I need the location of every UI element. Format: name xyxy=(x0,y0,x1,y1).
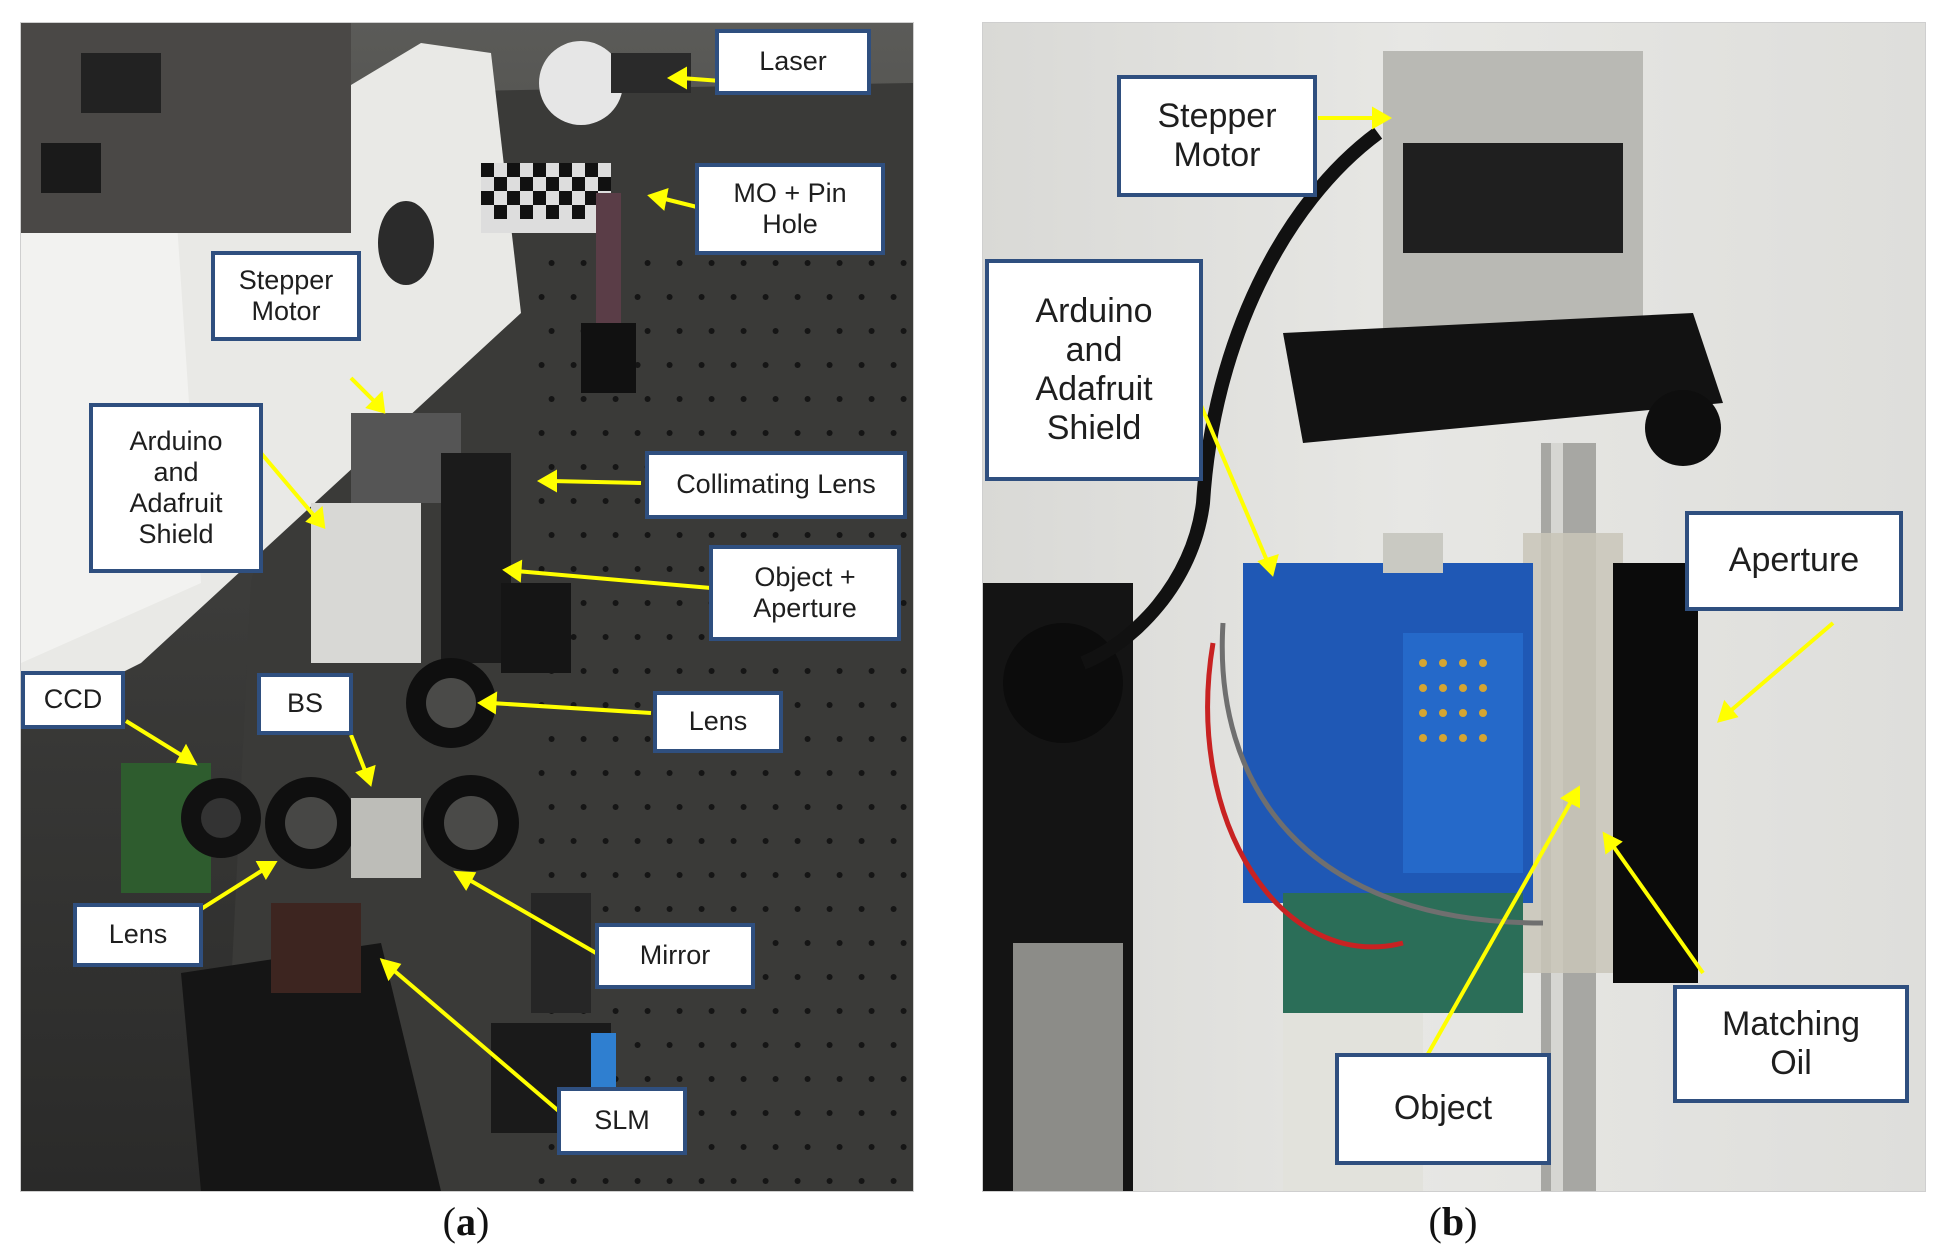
motor-assembly-photo xyxy=(983,51,1835,1191)
mirror-label: Mirror xyxy=(595,923,755,989)
aperture-label: Aperture xyxy=(1685,511,1903,611)
laser-label: Laser xyxy=(715,29,871,95)
slm-label: SLM xyxy=(557,1087,687,1155)
lens-label-lower: Lens xyxy=(73,903,203,967)
bs-label: BS xyxy=(257,673,353,735)
photo-panel-b: Stepper Motor Arduino and Adafruit Shiel… xyxy=(982,22,1926,1192)
lens-label-upper: Lens xyxy=(653,691,783,753)
stepper-motor-label-b: Stepper Motor xyxy=(1117,75,1317,197)
caption-a-letter: a xyxy=(456,1199,476,1244)
caption-b-letter: b xyxy=(1441,1199,1465,1244)
object-label: Object xyxy=(1335,1053,1551,1165)
arduino-label-b: Arduino and Adafruit Shield xyxy=(985,259,1203,481)
object-aperture-label: Object + Aperture xyxy=(709,545,901,641)
mo-pinhole-label: MO + Pin Hole xyxy=(695,163,885,255)
matching-oil-label: Matching Oil xyxy=(1673,985,1909,1103)
arduino-label: Arduino and Adafruit Shield xyxy=(89,403,263,573)
caption-b: (b) xyxy=(1428,1199,1478,1244)
ccd-label: CCD xyxy=(21,671,125,729)
optical-setup-photo: /* placeholder */ xyxy=(21,23,913,1191)
caption-a: (a) xyxy=(442,1199,490,1244)
photo-panel-a: /* placeholder */ xyxy=(20,22,914,1192)
stepper-motor-label: Stepper Motor xyxy=(211,251,361,341)
collimating-lens-label: Collimating Lens xyxy=(645,451,907,519)
